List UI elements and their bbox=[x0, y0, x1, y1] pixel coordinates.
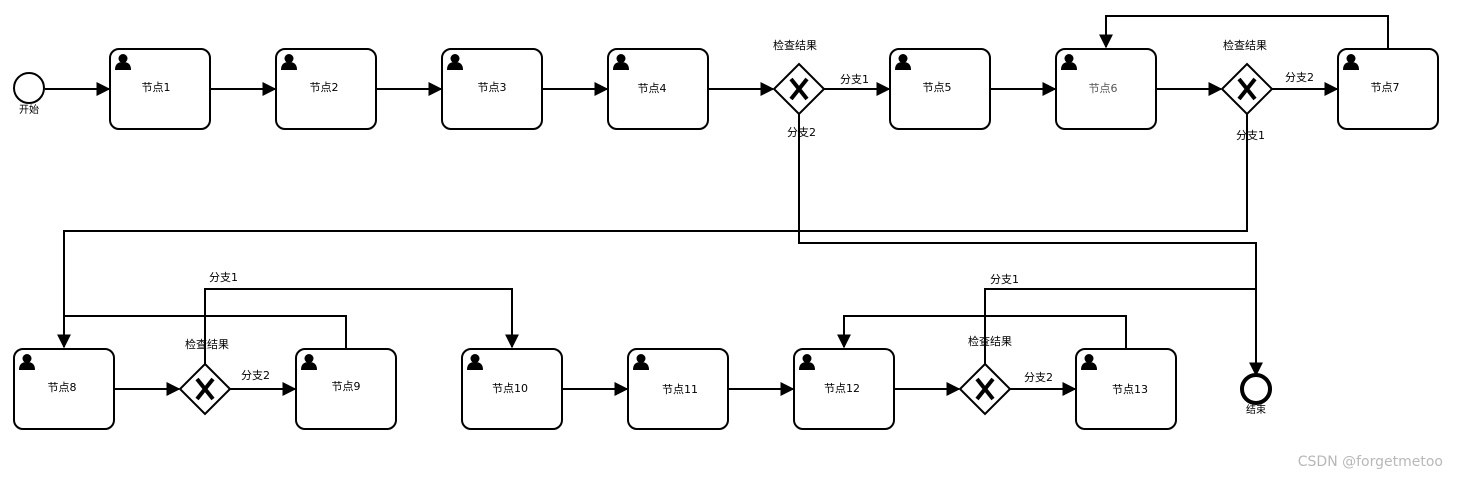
gateway-1[interactable]: 检查结果 bbox=[772, 38, 826, 116]
task-6-box[interactable] bbox=[1055, 48, 1157, 130]
task-13-label: 节点13 bbox=[1112, 383, 1148, 396]
task-11-label: 节点11 bbox=[662, 383, 698, 396]
g3-branch2-label: 分支2 bbox=[241, 369, 270, 382]
task-6-label: 节点6 bbox=[1089, 82, 1118, 95]
g4-branch2-label: 分支2 bbox=[1024, 371, 1053, 384]
gateway-2[interactable]: 检查结果 bbox=[1220, 38, 1274, 116]
task-9-label: 节点9 bbox=[332, 380, 361, 393]
flow-labels: 分支1 分支2 分支2 分支1 分支1 分支2 分支1 分支2 bbox=[209, 71, 1314, 384]
task-5[interactable]: 节点5 bbox=[889, 48, 991, 130]
task-10[interactable]: 节点10 bbox=[461, 348, 563, 430]
gateway-1-label: 检查结果 bbox=[773, 38, 817, 52]
flow-g2-t8 bbox=[57, 114, 1248, 349]
task-6[interactable]: 节点6 bbox=[1055, 48, 1157, 130]
end-event-label: 结束 bbox=[1246, 403, 1266, 416]
task-8[interactable]: 节点8 bbox=[13, 348, 115, 430]
task-7[interactable]: 节点7 bbox=[1337, 48, 1439, 130]
task-4-box[interactable] bbox=[607, 48, 709, 130]
gateway-3-label: 检查结果 bbox=[185, 337, 229, 351]
gateway-4-label: 检查结果 bbox=[968, 334, 1012, 348]
task-12-box[interactable] bbox=[793, 348, 895, 430]
task-8-label: 节点8 bbox=[48, 381, 77, 394]
task-13[interactable]: 节点13 bbox=[1075, 348, 1177, 430]
task-10-label: 节点10 bbox=[492, 382, 528, 395]
task-8-box[interactable] bbox=[13, 348, 115, 430]
g1-branch1-label: 分支1 bbox=[840, 73, 869, 86]
flow-t9-t8-loop bbox=[64, 315, 347, 348]
task-5-label: 节点5 bbox=[923, 81, 952, 94]
task-11[interactable]: 节点11 bbox=[627, 348, 729, 430]
g3-branch1-label: 分支1 bbox=[209, 271, 238, 284]
end-event[interactable]: 结束 bbox=[1240, 373, 1272, 416]
task-4-label: 节点4 bbox=[638, 82, 667, 95]
task-1[interactable]: 节点1 bbox=[109, 48, 211, 130]
task-2-label: 节点2 bbox=[310, 81, 339, 94]
task-3-box[interactable] bbox=[441, 48, 543, 130]
task-11-box[interactable] bbox=[627, 348, 729, 430]
task-9-box[interactable] bbox=[295, 348, 397, 430]
g2-branch1-label: 分支1 bbox=[1236, 129, 1265, 142]
task-1-label: 节点1 bbox=[142, 81, 171, 94]
task-10-box[interactable] bbox=[461, 348, 563, 430]
task-12-label: 节点12 bbox=[824, 382, 860, 395]
task-3-label: 节点3 bbox=[478, 81, 507, 94]
gateway-3[interactable]: 检查结果 bbox=[178, 337, 232, 416]
task-3[interactable]: 节点3 bbox=[441, 48, 543, 130]
task-7-label: 节点7 bbox=[1371, 81, 1400, 94]
exclusive-x-icon bbox=[1237, 77, 1257, 101]
task-13-box[interactable] bbox=[1075, 348, 1177, 430]
gateway-2-label: 检查结果 bbox=[1223, 38, 1267, 52]
task-1-box[interactable] bbox=[109, 48, 211, 130]
task-2[interactable]: 节点2 bbox=[275, 48, 377, 130]
flow-t7-t6-loop bbox=[1099, 15, 1389, 49]
task-4[interactable]: 节点4 bbox=[607, 48, 709, 130]
task-2-box[interactable] bbox=[275, 48, 377, 130]
watermark: CSDN @forgetmetoo bbox=[1297, 454, 1443, 470]
start-event-circle[interactable] bbox=[13, 72, 45, 104]
g1-branch2-label: 分支2 bbox=[787, 126, 816, 139]
task-9[interactable]: 节点9 bbox=[295, 348, 397, 430]
exclusive-x-icon bbox=[789, 77, 809, 101]
start-event[interactable]: 开始 bbox=[13, 72, 45, 116]
end-event-circle[interactable] bbox=[1240, 373, 1272, 405]
start-event-label: 开始 bbox=[19, 103, 39, 116]
flow-g4-end bbox=[984, 288, 1256, 364]
exclusive-x-icon bbox=[195, 377, 215, 401]
task-7-box[interactable] bbox=[1337, 48, 1439, 130]
task-12[interactable]: 节点12 bbox=[793, 348, 895, 430]
flow-g1-end bbox=[798, 114, 1263, 377]
task-5-box[interactable] bbox=[889, 48, 991, 130]
exclusive-x-icon bbox=[975, 377, 995, 401]
flow-g3-t10 bbox=[204, 288, 519, 364]
g4-branch1-label: 分支1 bbox=[990, 273, 1019, 286]
sequence-flows bbox=[45, 15, 1389, 396]
gateway-4[interactable]: 检查结果 bbox=[958, 334, 1012, 416]
g2-branch2-label: 分支2 bbox=[1285, 71, 1314, 84]
